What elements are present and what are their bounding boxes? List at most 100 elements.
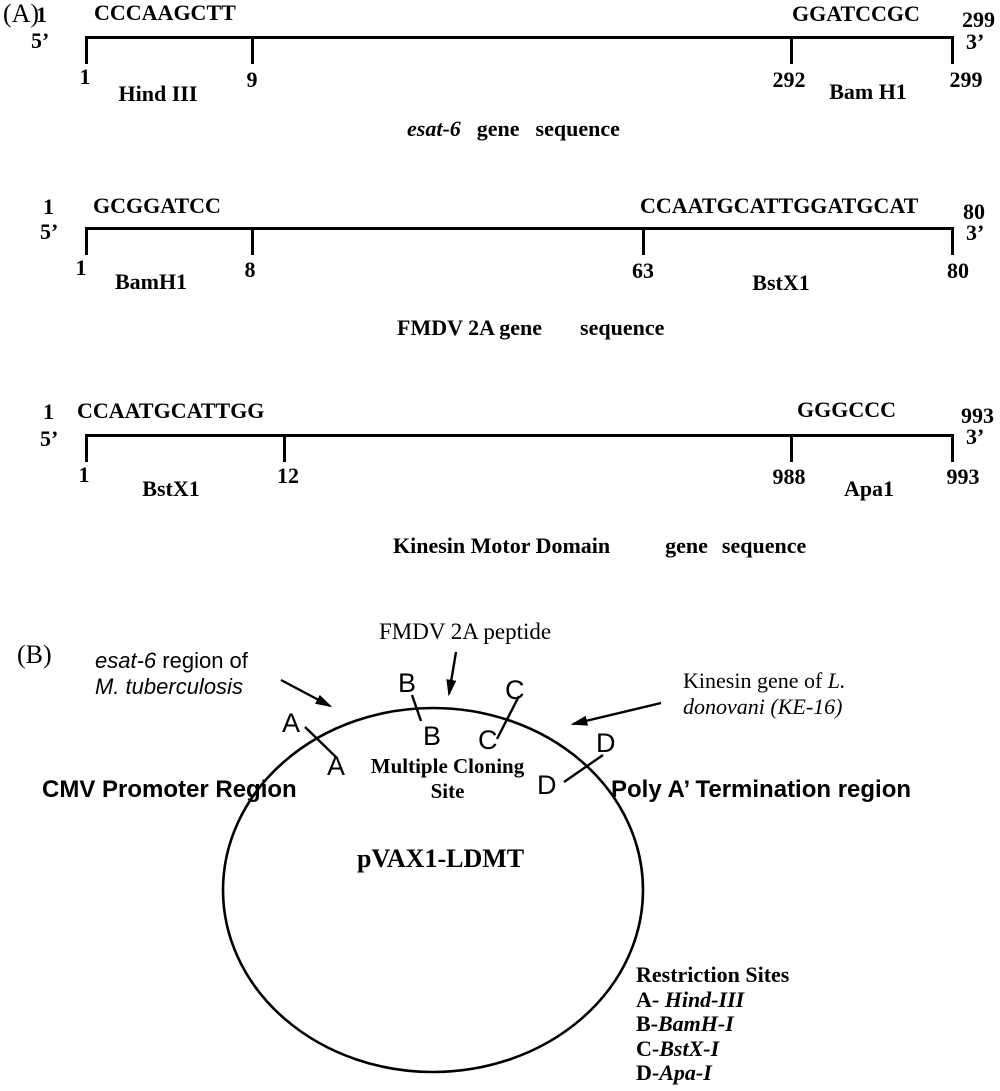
tick-label: 1: [78, 462, 90, 487]
site-a-outer-label: A: [282, 708, 301, 738]
diagram-caption: Kinesin Motor Domain gene sequence: [393, 535, 806, 557]
legend-item: C-BstX-I: [636, 1035, 789, 1062]
esat6-organism: M. tuberculosis: [95, 674, 243, 699]
diagram-caption: FMDV 2A gene sequence: [397, 317, 664, 339]
caption-word: gene: [665, 533, 708, 558]
tick-label: 299: [949, 67, 983, 92]
esat6-pointer-arrow: [280, 678, 333, 708]
legend-item-key: A-: [636, 986, 665, 1012]
panel-a-label: (A): [3, 0, 40, 28]
caption-gene-name: esat-6: [407, 116, 461, 141]
end-position: 299: [962, 7, 995, 32]
enzyme-label-left: BamH1: [114, 269, 188, 294]
legend-item-enzyme: BamH-I: [658, 1011, 734, 1036]
restriction-sites-legend: Restriction Sites A- Hind-III B-BamH-I C…: [636, 962, 790, 1086]
tick-mark: [790, 36, 793, 64]
site-c-tick: [495, 695, 521, 740]
enzyme-label-left: Hind III: [118, 81, 198, 106]
legend-item: A- Hind-III: [636, 986, 789, 1013]
tick-label: 988: [772, 464, 806, 489]
mcs-line2: Site: [430, 779, 465, 803]
tick-label: 63: [632, 258, 654, 283]
kinesin-organism-rest: donovani (KE-16): [683, 694, 843, 719]
site-a-tick: [304, 726, 338, 759]
site-d-tick: [563, 754, 604, 783]
tick-mark: [251, 227, 254, 255]
tick-mark: [283, 434, 286, 462]
legend-item-key: B-: [636, 1011, 658, 1036]
fmdv-annotation: FMDV 2A peptide: [379, 619, 552, 644]
plasmid-name: pVAX1-LDMT: [357, 844, 525, 873]
tick-mark: [251, 36, 254, 64]
tick-label: 1: [79, 64, 91, 89]
start-position: 1: [43, 194, 54, 219]
multiple-cloning-site-label: Multiple Cloning Site: [365, 754, 530, 804]
caption-gene-name: FMDV 2A gene: [397, 315, 543, 340]
tick-label: 993: [946, 464, 980, 489]
five-prime-label: 5’: [40, 426, 59, 451]
tick-label: 9: [246, 67, 258, 92]
tick-mark: [790, 434, 793, 462]
tick-mark: [85, 36, 88, 64]
tick-mark: [642, 227, 645, 255]
polya-termination-label: Poly A’ Termination region: [611, 776, 912, 803]
site-c-inner-label: C: [478, 725, 498, 755]
right-sequence: GGGCCC: [797, 397, 896, 422]
tick-mark: [85, 227, 88, 255]
esat6-annotation-rest: region of: [156, 648, 248, 673]
caption-word: sequence: [721, 533, 807, 558]
site-b-outer-label: B: [398, 668, 417, 698]
plasmid-circle: [221, 706, 645, 1074]
site-d-outer-label: D: [596, 728, 616, 758]
caption-word: sequence: [535, 116, 620, 141]
legend-item-enzyme: BstX-I: [659, 1035, 720, 1061]
fmdv-pointer-arrow: [446, 651, 458, 697]
tick-label: 1: [75, 255, 87, 280]
cmv-promoter-label: CMV Promoter Region: [42, 776, 297, 803]
end-position: 993: [961, 403, 994, 428]
right-sequence: GGATCCGC: [792, 1, 920, 26]
sequence-ruler-line: [85, 227, 954, 230]
enzyme-label-right: BstX1: [752, 270, 810, 295]
caption-word: sequence: [580, 315, 665, 340]
sequence-ruler-line: [85, 434, 954, 437]
site-d-inner-label: D: [537, 770, 557, 800]
tick-label: 12: [277, 463, 299, 488]
right-sequence: CCAATGCATTGGATGCAT: [640, 193, 919, 218]
end-position: 80: [963, 199, 985, 224]
start-position: 1: [36, 2, 47, 27]
esat6-annotation: esat-6 region of M. tuberculosis: [95, 648, 248, 700]
kinesin-organism-start: L.: [827, 668, 846, 693]
site-b-tick: [410, 694, 423, 722]
mcs-line1: Multiple Cloning: [370, 754, 525, 778]
enzyme-label-left: BstX1: [142, 476, 200, 501]
start-position: 1: [43, 399, 54, 424]
site-c-outer-label: C: [505, 675, 525, 705]
enzyme-label-right: Apa1: [843, 476, 895, 501]
left-sequence: CCCAAGCTT: [94, 0, 236, 25]
left-sequence: CCAATGCATTGG: [77, 398, 265, 423]
five-prime-label: 5’: [40, 219, 59, 244]
kinesin-annotation: Kinesin gene of L. donovani (KE-16): [683, 668, 846, 720]
five-prime-label: 5’: [31, 28, 50, 53]
legend-title: Restriction Sites: [636, 962, 790, 987]
caption-gene-name: Kinesin Motor Domain: [393, 533, 611, 558]
site-b-inner-label: B: [423, 721, 442, 751]
legend-item-key: C-: [636, 1035, 660, 1061]
kinesin-annotation-text: Kinesin gene of: [683, 668, 828, 693]
three-prime-label: 3’: [966, 29, 985, 54]
legend-item-enzyme: Apa-I: [659, 1060, 712, 1085]
tick-label: 292: [772, 67, 806, 92]
sequence-ruler-line: [85, 36, 954, 39]
tick-mark: [951, 227, 954, 255]
tick-mark: [951, 36, 954, 64]
panel-b-label: (B): [17, 640, 52, 669]
legend-item: B-BamH-I: [636, 1011, 789, 1037]
esat6-gene-name: esat-6: [95, 648, 157, 673]
left-sequence: GCGGATCC: [93, 193, 221, 218]
legend-item: D-Apa-I: [636, 1060, 789, 1086]
site-a-inner-label: A: [327, 751, 346, 781]
